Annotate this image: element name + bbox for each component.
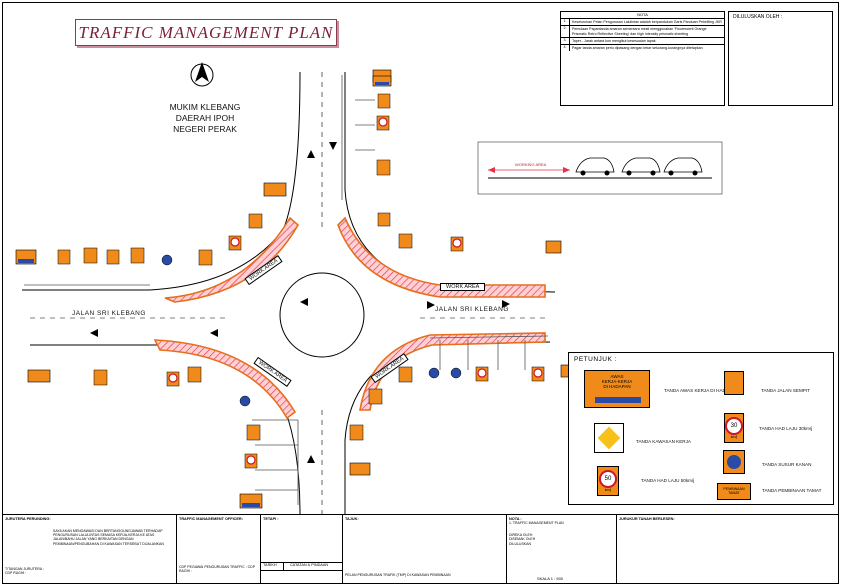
engineer-signature: T/TANGAN JURUTERA : CDP RAGHI :: [5, 567, 44, 576]
legend-label: TANDA SUSUR KANAN: [762, 462, 812, 467]
orange-sign-icon: [349, 462, 371, 476]
engineer-statement: SAYA AKAN MENGAWASI DAN BERTANGGUNGJAWAB…: [53, 529, 164, 546]
revision-cell: TETAPI : TARIKH CATATAN & PINDAAN: [261, 515, 343, 583]
approved-by-label: DILULUSKAN OLEH :: [733, 14, 783, 20]
awas-sign-icon: AWAS KERJA-KERJA DI HADAPAN: [584, 370, 650, 408]
title-block: JURUTERA PERUNDING: SAYA AKAN MENGAWASI …: [2, 514, 839, 584]
diamond-warning-sign-icon: [57, 93, 413, 441]
legend-heading: PETUNJUK :: [574, 356, 617, 363]
drawing-info-cell: NOTA : 1. TRAFFIC MANAGEMENT PLAN DIREKA…: [507, 515, 617, 583]
road-label-right: JALAN SRI KLEBANG: [435, 306, 509, 313]
engineer-cell: JURUTERA PERUNDING: SAYA AKAN MENGAWASI …: [3, 515, 177, 583]
orange-sign-icon: [27, 369, 51, 383]
road-label-left: JALAN SRI KLEBANG: [72, 310, 146, 317]
location-text: MUKIM KLEBANG DAERAH IPOH NEGERI PERAK: [150, 102, 260, 135]
narrow-road-sign-icon: [724, 371, 744, 395]
notes-row: 3.Taper - Jarak antara kon mengikut kese…: [561, 37, 724, 46]
orange-sign-icon: [545, 240, 562, 254]
location-mukim: MUKIM KLEBANG: [169, 102, 241, 112]
notes-table: NOTA 1.Keseluruhan Pelan Pengurusan Lalu…: [560, 11, 725, 106]
plan-title: TRAFFIC MANAGEMENT PLAN: [75, 19, 337, 46]
construction-end-sign-icon: PEMBINAAN TAMAT: [717, 483, 751, 500]
roundabout: [279, 272, 365, 358]
legend-label: TANDA AWAS KERJA DI HADAPAN: [664, 388, 739, 393]
keep-right-sign-icon: [161, 254, 462, 407]
traffic-officer-cell: TRAFFIC MANAGEMENT OFFICER: CDP PEGAWAI …: [177, 515, 261, 583]
work-ahead-sign-icon: [15, 249, 37, 265]
project-title-cell: TAJUK: PELAN PENGURUSAN TRAFIK (TMP) DI …: [343, 515, 507, 583]
location-negeri: NEGERI PERAK: [173, 124, 237, 134]
cross-section: WORKING AREA: [477, 141, 723, 195]
section-label: WORKING AREA: [515, 162, 547, 167]
surveyor-cell: JURUKUR TANAH BERLESEN:: [619, 517, 675, 521]
north-arrow-icon: [190, 62, 214, 87]
legend-label: TANDA HAD LAJU 30km/j: [759, 426, 813, 431]
legend-box: PETUNJUK : AWAS KERJA-KERJA DI HADAPAN T…: [568, 352, 834, 505]
barrier-lines: [24, 75, 549, 505]
work-ahead-sign-icon: [239, 493, 263, 509]
work-ahead-sign-icon: [372, 75, 392, 87]
work-zones: [153, 216, 546, 420]
speed-limit-sign-icon: [166, 115, 545, 469]
legend-label: TANDA HAD LAJU 50km/j: [641, 478, 695, 483]
location-daerah: DAERAH IPOH: [175, 113, 235, 123]
work-area-label: WORK AREA: [440, 283, 486, 291]
work-zone-sign-icon: [594, 423, 624, 453]
legend-label: TANDA JALAN SEMPIT: [761, 388, 810, 393]
legend-label: TANDA PEMBINAAN TAMAT: [762, 488, 822, 493]
approved-by-box: DILULUSKAN OLEH :: [728, 11, 833, 106]
lane-markings: [30, 72, 550, 515]
notes-heading: NOTA: [561, 12, 724, 19]
notes-row: 1.Keseluruhan Pelan Pengurusan Lalulinta…: [561, 19, 724, 27]
legend-label: TANDA KAWASAN KERJA: [636, 439, 691, 444]
keep-right-sign-icon: [723, 450, 745, 474]
speed-limit-50-sign-icon: 50 km/j: [597, 466, 619, 496]
scale-label: SKALA 1 : 500: [537, 576, 564, 581]
notes-row: 4.Pagar tanda amaran perlu dipasang deng…: [561, 45, 724, 52]
speed-limit-30-sign-icon: 30 km/j: [724, 413, 744, 443]
direction-arrows: [90, 142, 510, 463]
orange-sign-icon: [263, 182, 287, 197]
notes-row: 2.Pemulaan Papantanda amaran sementara m…: [561, 26, 724, 38]
